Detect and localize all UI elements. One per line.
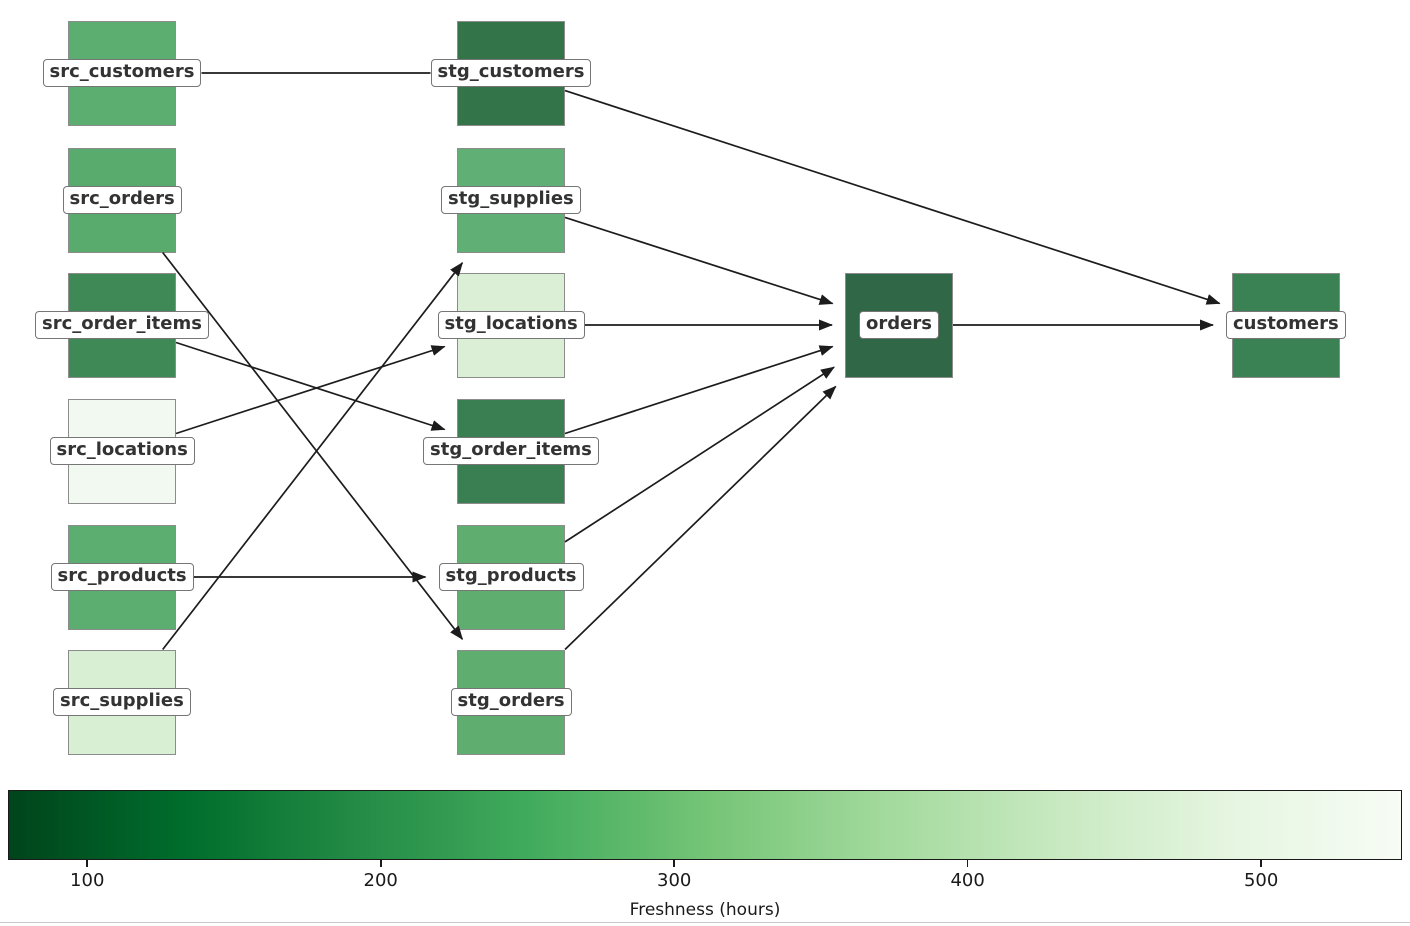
- node-label-stg_supplies: stg_supplies: [441, 186, 581, 214]
- edge-src_order_items-to-stg_order_items: [175, 341, 446, 431]
- edge-stg_supplies-to-orders: [564, 216, 834, 305]
- colorbar-axis-label: Freshness (hours): [629, 900, 781, 920]
- edge-stg_orders-to-orders: [564, 385, 837, 651]
- colorbar-tick-mark: [86, 860, 89, 867]
- colorbar-tick-mark: [379, 860, 382, 867]
- node-label-stg_locations: stg_locations: [437, 311, 585, 339]
- node-label-stg_customers: stg_customers: [430, 59, 592, 87]
- node-label-src_products: src_products: [50, 563, 194, 591]
- colorbar-tick-mark: [966, 860, 969, 867]
- node-label-src_supplies: src_supplies: [53, 688, 191, 716]
- edge-stg_products-to-orders: [564, 366, 835, 543]
- node-label-orders: orders: [859, 311, 939, 339]
- colorbar-gradient: [8, 790, 1402, 860]
- edge-src_supplies-to-stg_supplies: [162, 262, 464, 651]
- colorbar-tick-label: 400: [950, 870, 985, 891]
- edge-stg_order_items-to-orders: [564, 345, 834, 435]
- node-label-src_order_items: src_order_items: [35, 311, 209, 339]
- colorbar-tick-label: 300: [656, 870, 692, 891]
- node-label-src_customers: src_customers: [42, 59, 202, 87]
- node-label-src_locations: src_locations: [49, 437, 195, 465]
- colorbar-tick-label: 500: [1243, 870, 1279, 891]
- colorbar-tick-label: 200: [363, 870, 398, 891]
- colorbar-tick-mark: [1260, 860, 1262, 867]
- edge-stg_customers-to-customers: [564, 89, 1221, 305]
- node-label-stg_orders: stg_orders: [450, 688, 572, 716]
- edge-src_orders-to-stg_orders: [162, 251, 464, 640]
- node-label-stg_products: stg_products: [438, 563, 584, 591]
- node-label-stg_order_items: stg_order_items: [423, 437, 599, 465]
- node-label-src_orders: src_orders: [62, 186, 182, 214]
- colorbar-tick-mark: [673, 860, 675, 867]
- figure-bottom-border: [0, 922, 1410, 923]
- node-label-customers: customers: [1226, 311, 1346, 339]
- edge-src_locations-to-stg_locations: [175, 345, 446, 435]
- colorbar-tick-label: 100: [70, 870, 105, 891]
